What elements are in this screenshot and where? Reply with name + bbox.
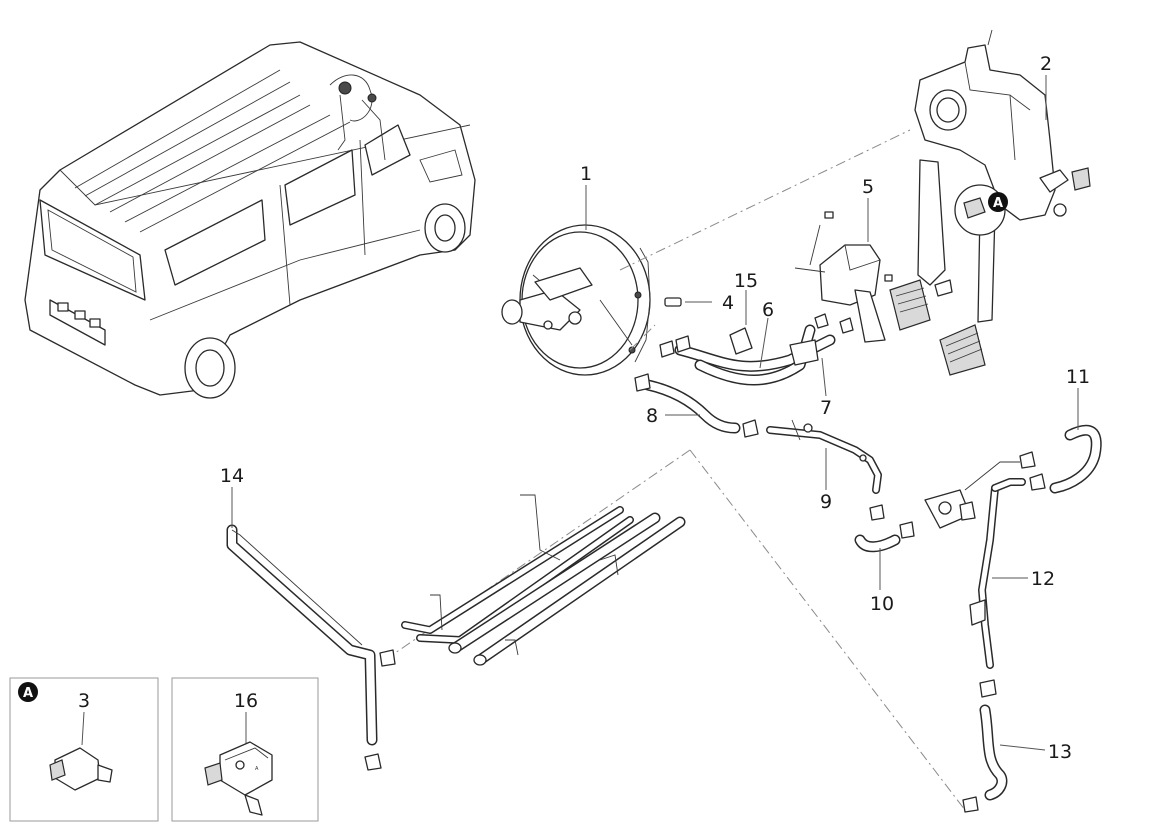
callout-2: 2 <box>1040 53 1052 75</box>
callout-16: 16 <box>234 690 258 712</box>
hose-14 <box>226 524 396 771</box>
callout-1: 1 <box>580 163 592 185</box>
hose-11 <box>1019 424 1102 494</box>
leader-lines <box>231 75 1079 751</box>
vacuum-hose-assembly <box>659 297 854 386</box>
svg-text:A: A <box>993 196 1003 211</box>
callout-8: 8 <box>646 405 658 427</box>
hose-13 <box>962 704 1008 813</box>
callout-13: 13 <box>1048 741 1072 763</box>
detail-marker-A: A <box>988 192 1008 212</box>
brake-booster <box>501 224 651 376</box>
callout-7: 7 <box>820 397 832 419</box>
guide-line-booster-pedal <box>619 129 911 271</box>
callout-3: 3 <box>78 690 90 712</box>
pipe-9 <box>766 419 882 494</box>
callout-4: 4 <box>722 292 734 314</box>
callout-14: 14 <box>220 465 244 487</box>
callout-11: 11 <box>1066 366 1090 388</box>
callout-12: 12 <box>1031 568 1055 590</box>
bracket-assembly <box>794 211 893 343</box>
vehicle-van <box>24 41 476 399</box>
pipe-12 <box>969 478 1026 698</box>
svg-text:A: A <box>23 686 33 701</box>
pedal-box-assembly <box>889 29 1091 376</box>
detail-box-A: A 3 <box>9 677 159 822</box>
hose-10 <box>854 504 915 553</box>
callout-6: 6 <box>762 299 774 321</box>
callout-15: 15 <box>734 270 758 292</box>
callout-5: 5 <box>862 176 874 198</box>
hose-8 <box>634 373 759 438</box>
callout-9: 9 <box>820 491 832 513</box>
callout-10: 10 <box>870 593 894 615</box>
guide-line-booster-hose <box>629 324 656 351</box>
detail-box-16: 16 A <box>171 677 319 822</box>
vacuum-valve <box>924 461 1020 529</box>
sensor-label: A <box>255 766 259 772</box>
cooler-pipe-bundle <box>401 494 686 666</box>
guide-line-cooler-hose <box>689 449 966 811</box>
